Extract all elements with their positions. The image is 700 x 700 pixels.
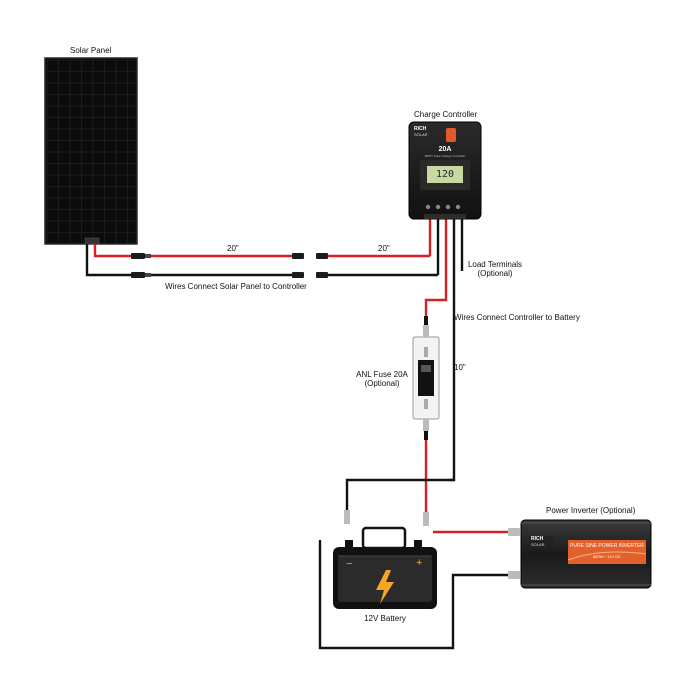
controller-brand-bottom: SOLAR xyxy=(414,132,428,137)
inverter-brand-top: RICH xyxy=(531,536,544,542)
solar-panel-label: Solar Panel xyxy=(70,46,112,55)
power-inverter xyxy=(520,519,652,589)
fuse-optional-label: (Optional) xyxy=(364,379,400,388)
inverter-title: PURE SINE POWER INVERTER xyxy=(570,543,644,549)
mc4-extension-cables xyxy=(131,253,438,278)
battery xyxy=(333,526,437,609)
panel-lead-wires xyxy=(85,244,132,277)
inverter-brand-bottom: SOLAR xyxy=(531,542,545,547)
inverter-wires xyxy=(318,528,520,650)
load-terminals-optional: (Optional) xyxy=(477,269,513,278)
controller-subtitle: MPPT Solar Charge Controller xyxy=(424,154,466,158)
battery-label: 12V Battery xyxy=(364,614,406,623)
length-label-left: 20" xyxy=(227,244,239,253)
charge-controller-label: Charge Controller xyxy=(414,110,478,119)
battery-negative-lead xyxy=(344,478,454,524)
battery-plus-sign: + xyxy=(416,557,423,569)
controller-brand-top: RICH xyxy=(414,126,427,132)
solar-panel xyxy=(44,57,138,245)
load-terminals-label: Load Terminals xyxy=(467,260,523,269)
length-label-right: 20" xyxy=(378,244,390,253)
controller-to-battery-label: Wires Connect Controller to Battery xyxy=(454,313,580,322)
panel-to-controller-label: Wires Connect Solar Panel to Controller xyxy=(165,282,307,291)
power-inverter-label: Power Inverter (Optional) xyxy=(546,506,636,515)
inverter-model: 600W • 12V DC xyxy=(592,554,622,559)
length-label-battery: 10" xyxy=(454,363,466,372)
controller-rating: 20A xyxy=(438,146,452,153)
anl-fuse xyxy=(412,316,440,526)
battery-minus-sign: − xyxy=(346,558,353,570)
bolt-icon xyxy=(376,570,394,604)
fuse-label: ANL Fuse 20A xyxy=(356,370,408,379)
charge-controller xyxy=(408,121,482,220)
controller-display: 120 xyxy=(435,169,455,180)
